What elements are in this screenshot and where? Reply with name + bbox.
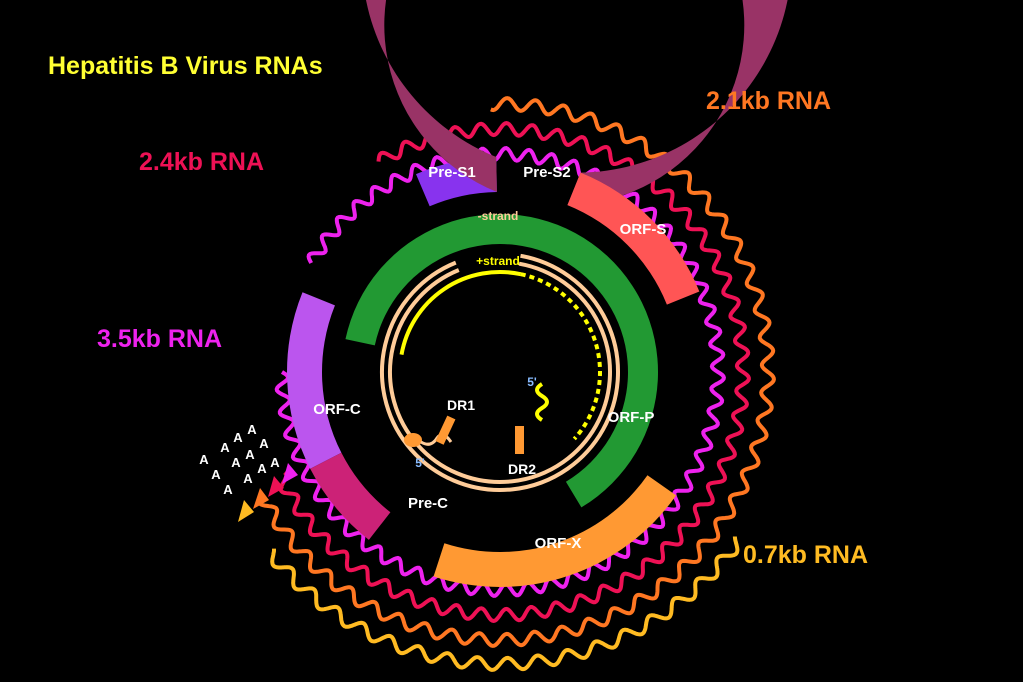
dr2-marker bbox=[515, 426, 524, 454]
plus-strand-5prime-squiggle bbox=[535, 382, 549, 422]
polya-letter: A bbox=[243, 471, 253, 486]
plus-strand-dotted bbox=[520, 272, 602, 441]
polya-letter: A bbox=[220, 440, 230, 455]
minus-strand-label: -strand bbox=[478, 209, 519, 223]
rna-2-4kb-wave bbox=[278, 121, 751, 623]
orf-x-segment bbox=[433, 475, 677, 587]
polya-letter: A bbox=[233, 430, 243, 445]
plus-strand-solid bbox=[399, 270, 522, 355]
dr2-label: DR2 bbox=[508, 461, 536, 477]
orf-x-label: ORF-X bbox=[535, 535, 582, 552]
plus-strand-5prime-label: 5' bbox=[527, 375, 537, 389]
pre-s2-label: Pre-S2 bbox=[523, 164, 571, 181]
dna-strands bbox=[380, 253, 620, 492]
polya-letter: A bbox=[199, 452, 209, 467]
minus-strand-5prime-cap bbox=[404, 433, 422, 447]
dr1-label: DR1 bbox=[447, 397, 475, 413]
polya-letter: A bbox=[257, 461, 267, 476]
polya-letter: A bbox=[245, 447, 255, 462]
orf-p-label: ORF-P bbox=[608, 409, 655, 426]
polya-letter: A bbox=[247, 422, 257, 437]
polya-letter: A bbox=[211, 467, 221, 482]
rna-arrowheads bbox=[238, 463, 298, 522]
rna-2-4kb-arrowhead bbox=[268, 476, 284, 497]
minus-strand-outer bbox=[380, 253, 620, 492]
rna-3-5kb-wave bbox=[274, 146, 726, 598]
minus-strand-5prime-label: 5' bbox=[415, 456, 425, 470]
pre-s2-segment bbox=[366, 0, 788, 206]
pre-s1-label: Pre-S1 bbox=[428, 164, 476, 181]
rna-2-1kb-arrowhead bbox=[253, 488, 269, 509]
polya-tail: A A A A A A A A A A A A bbox=[199, 422, 280, 497]
orf-s-segment bbox=[567, 172, 700, 305]
page-title: Hepatitis B Virus RNAs bbox=[48, 52, 323, 80]
rna-3-5kb-label: 3.5kb RNA bbox=[97, 325, 223, 353]
polya-letter: A bbox=[223, 482, 233, 497]
polya-letter: A bbox=[259, 436, 269, 451]
rna-0-7kb-wave bbox=[270, 536, 740, 672]
pre-c-segment bbox=[310, 452, 391, 540]
plus-strand-label: +strand bbox=[476, 254, 520, 268]
orf-c-segment bbox=[286, 292, 342, 469]
rna-3-5kb-arrowhead bbox=[282, 463, 298, 484]
orf-s-label: ORF-S bbox=[620, 221, 667, 238]
orf-c-label: ORF-C bbox=[313, 401, 361, 418]
polya-letter: A bbox=[231, 455, 241, 470]
rna-2-4kb-label: 2.4kb RNA bbox=[139, 148, 265, 176]
minus-strand-inner bbox=[388, 261, 612, 484]
orf-segments bbox=[286, 0, 788, 587]
polya-letter: A bbox=[270, 455, 280, 470]
pre-c-label: Pre-C bbox=[408, 495, 448, 512]
dr1-marker bbox=[435, 415, 456, 445]
rna-2-1kb-label: 2.1kb RNA bbox=[706, 87, 832, 115]
rna-0-7kb-label: 0.7kb RNA bbox=[743, 541, 869, 569]
rna-0-7kb-arrowhead bbox=[238, 500, 254, 522]
